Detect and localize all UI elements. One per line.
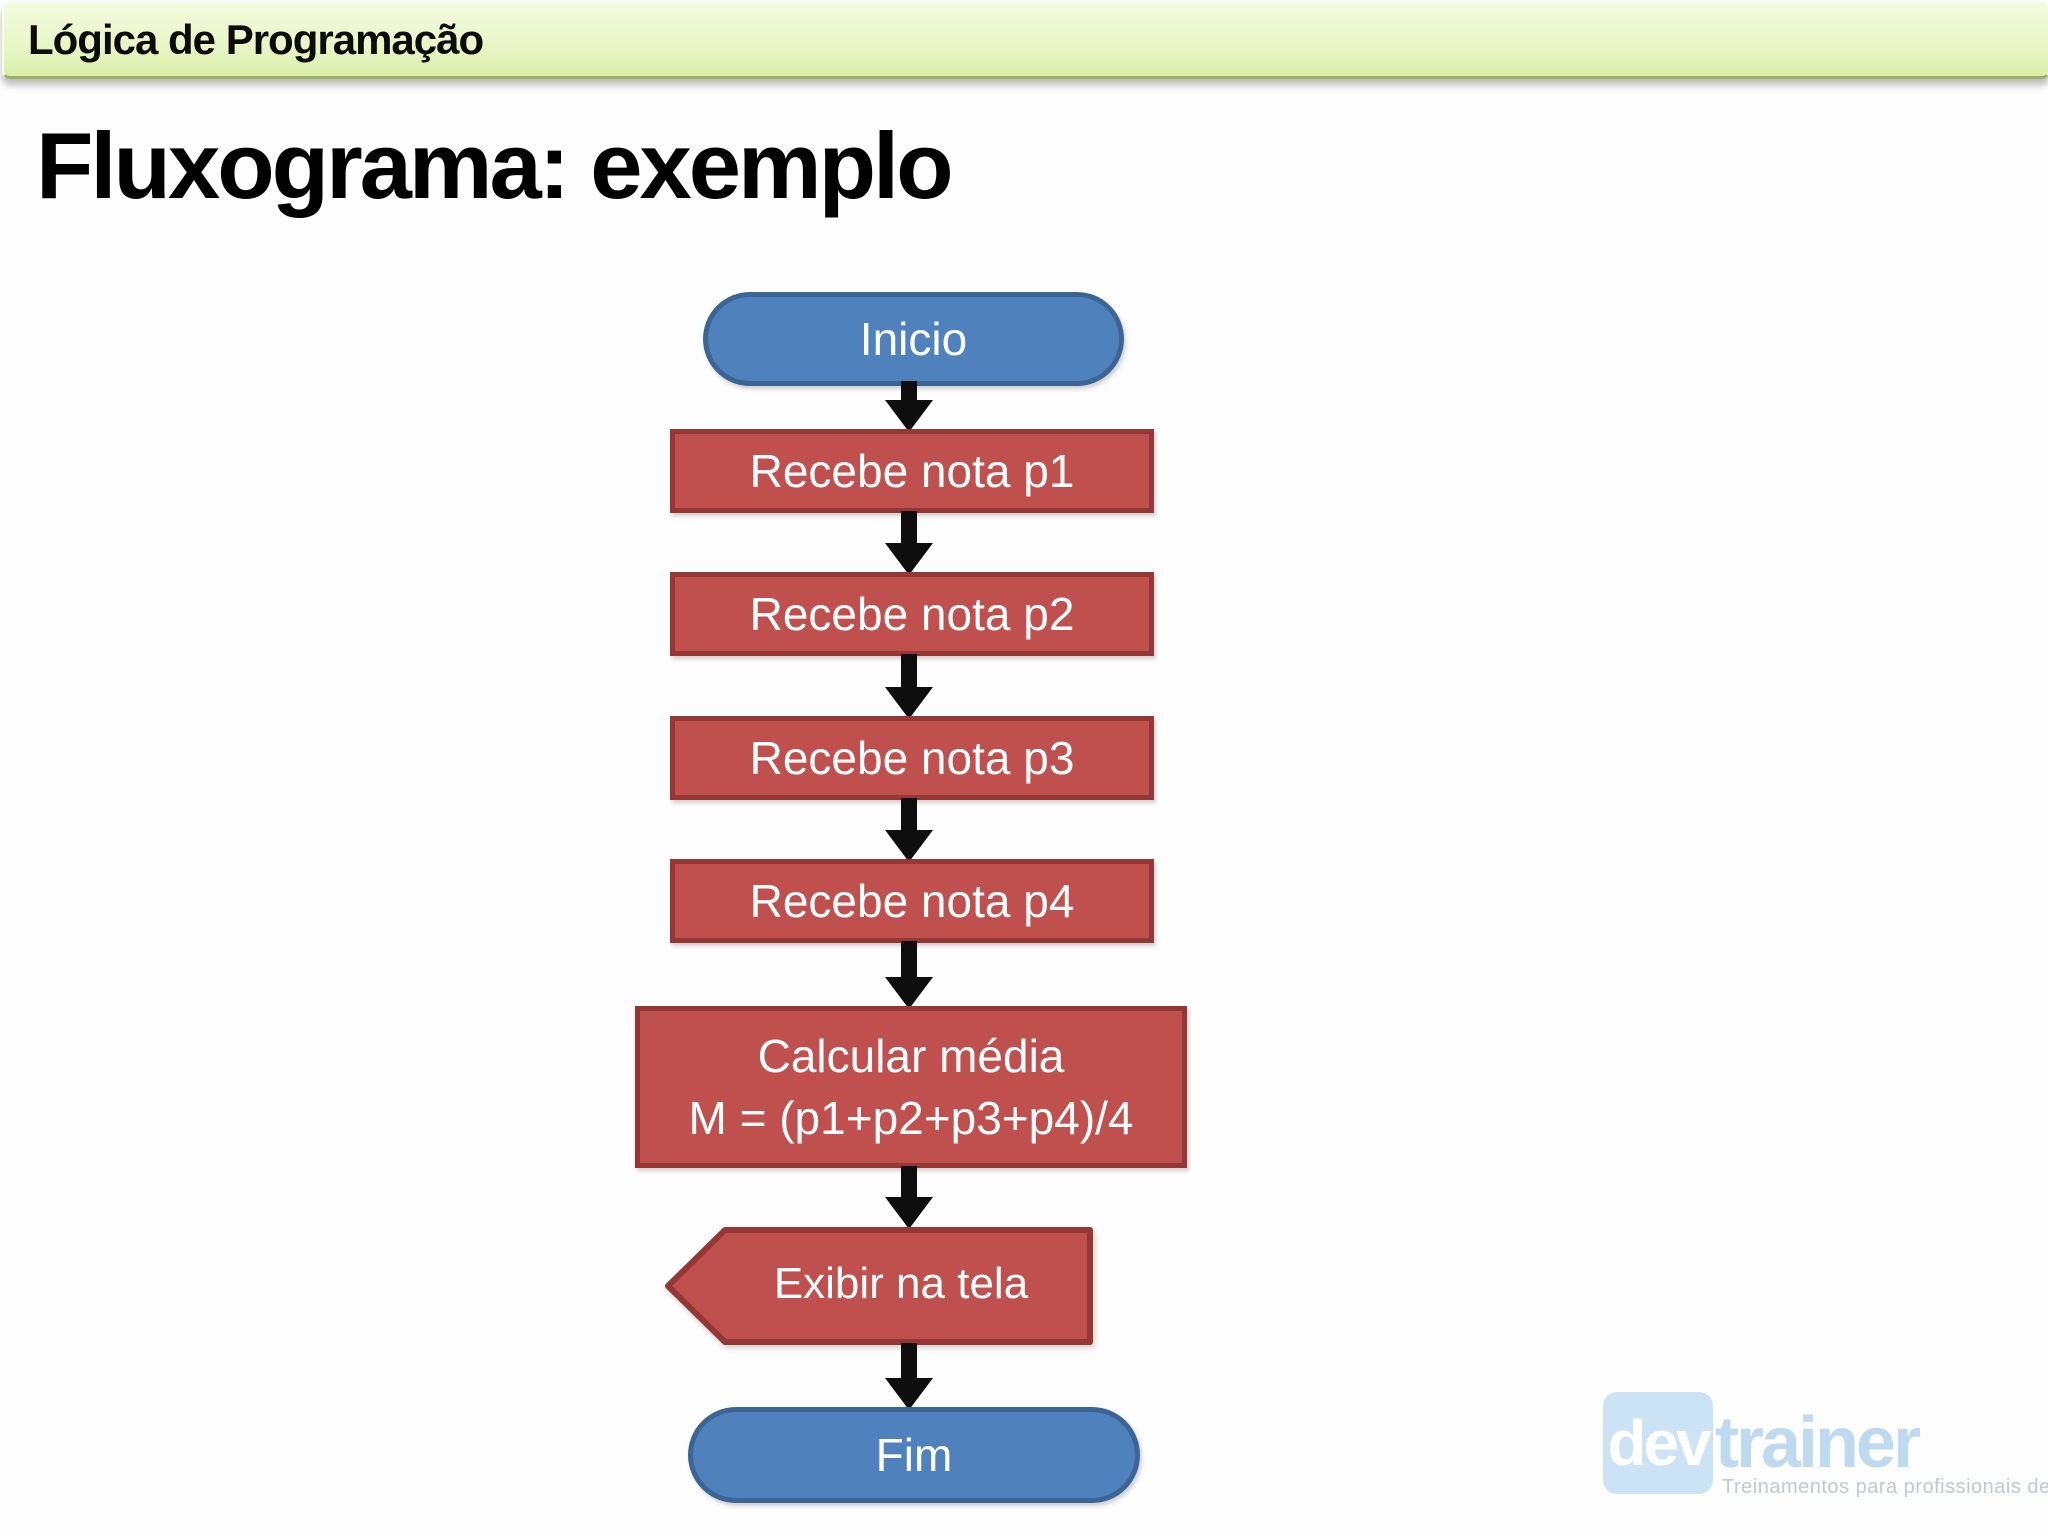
display-node-label: Exibir na tela [773,1258,1029,1308]
process-node-label: Recebe nota p3 [749,732,1075,784]
flow-arrow-down-icon [882,381,936,432]
flowchart-process-node-p2: Recebe nota p2 [670,572,1154,656]
devtrainer-tagline: Treinamentos para profissionais de TI [1722,1476,2048,1498]
display-pentagon-icon [665,1227,1093,1345]
devtrainer-logo-dev-box: dev [1603,1392,1713,1494]
flow-arrow-down-icon [882,654,936,719]
flowchart-end-node: Fim [688,1407,1140,1503]
flowchart-process-node-p4: Recebe nota p4 [670,859,1154,943]
flow-arrow-down-icon [882,511,936,575]
flowchart-display-node-shape [664,1226,1094,1347]
flowchart-process-node-p1: Recebe nota p1 [670,429,1154,513]
slide-header-bar: Lógica de Programação [2,2,2048,79]
course-title: Lógica de Programação [28,16,484,63]
devtrainer-logo: dev trainer [1603,1392,1921,1494]
flowchart-process-node-p3: Recebe nota p3 [670,716,1154,800]
flowchart-display-node: Exibir na tela [664,1226,1094,1341]
end-node-label: Fim [875,1429,953,1481]
process-node-label: Recebe nota p1 [749,445,1075,497]
flow-arrow-down-icon [882,798,936,862]
start-node-label: Inicio [859,313,968,365]
flowchart-process-node-calc: Calcular média M = (p1+p2+p3+p4)/4 [635,1006,1187,1168]
flowchart-start-node: Inicio [703,292,1124,386]
process-node-label: Recebe nota p2 [749,588,1075,640]
devtrainer-logo-trainer-text: trainer [1715,1403,1921,1483]
page-title: Fluxograma: exemplo [36,113,954,218]
calc-node-line1: Calcular média [757,1030,1065,1082]
flow-arrow-down-icon [882,1343,936,1410]
process-node-label: Recebe nota p4 [749,875,1075,927]
flow-arrow-down-icon [882,941,936,1009]
calc-node-line2: M = (p1+p2+p3+p4)/4 [688,1092,1134,1144]
flow-arrow-down-icon [882,1166,936,1229]
